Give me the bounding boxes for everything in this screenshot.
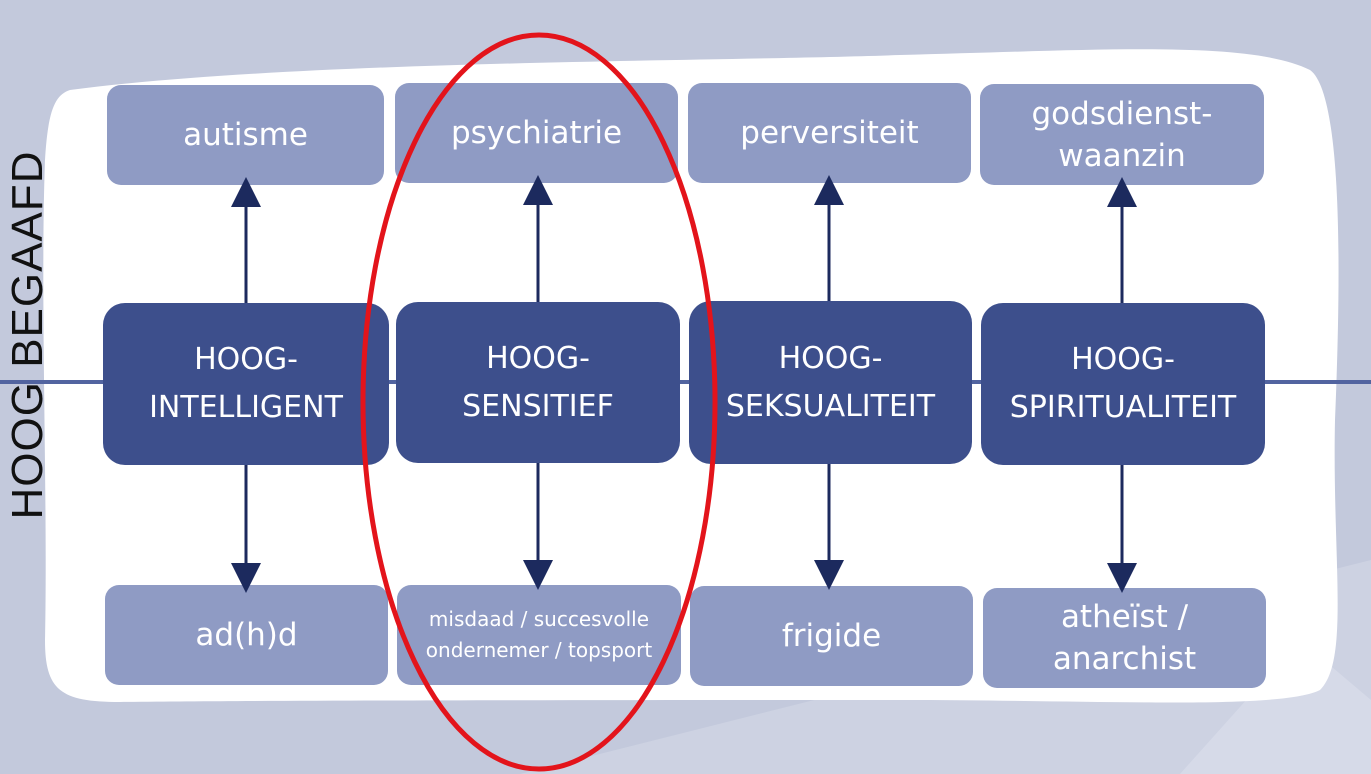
box-hoog-intelligent: HOOG- INTELLIGENT xyxy=(103,303,389,465)
box-hoog-seksualiteit: HOOG- SEKSUALITEIT xyxy=(689,301,972,464)
box-atheist-anarchist: atheïst / anarchist xyxy=(983,588,1266,688)
box-label: HOOG- SENSITIEF xyxy=(462,340,614,424)
box-adhd: ad(h)d xyxy=(105,585,388,685)
box-label: HOOG- INTELLIGENT xyxy=(149,342,343,425)
box-label: godsdienst- waanzin xyxy=(1031,95,1213,174)
box-hoog-spiritualiteit: HOOG- SPIRITUALITEIT xyxy=(981,303,1265,465)
box-psychiatrie: psychiatrie xyxy=(395,83,678,183)
box-perversiteit: perversiteit xyxy=(688,83,971,183)
box-misdaad-ondernemer-topsport: misdaad / succesvolle ondernemer / topsp… xyxy=(397,585,681,685)
side-label: HOOG BEGAAFD xyxy=(3,150,52,520)
box-label: atheïst / anarchist xyxy=(1052,599,1197,677)
box-label: psychiatrie xyxy=(450,115,623,151)
box-frigide: frigide xyxy=(690,586,973,686)
box-label: misdaad / succesvolle ondernemer / topsp… xyxy=(425,607,653,662)
box-label: autisme xyxy=(183,117,308,153)
box-label: HOOG- SPIRITUALITEIT xyxy=(1009,342,1237,425)
box-label: HOOG- SEKSUALITEIT xyxy=(725,340,936,424)
box-label: ad(h)d xyxy=(195,617,298,653)
box-label: frigide xyxy=(781,618,882,654)
box-hoog-sensitief: HOOG- SENSITIEF xyxy=(396,302,680,463)
box-autisme: autisme xyxy=(107,85,384,185)
box-godsdienstwaanzin: godsdienst- waanzin xyxy=(980,84,1264,185)
box-label: perversiteit xyxy=(740,115,919,151)
